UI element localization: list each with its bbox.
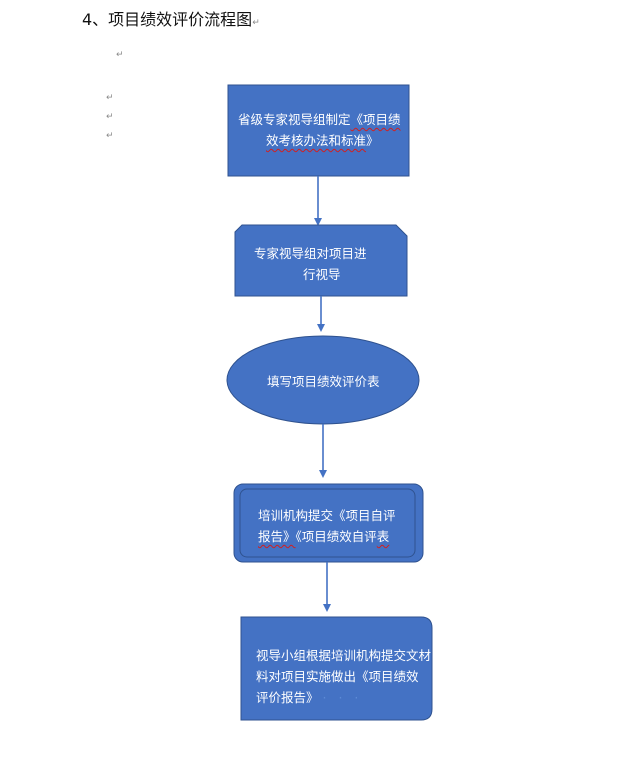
empty-paragraph-mark: ↵: [106, 93, 114, 103]
empty-paragraph-mark: ↵: [106, 112, 114, 122]
flow-node-2-text: 专家视导组对项目进 行视导: [254, 243, 367, 285]
flow-node-5-line-1: 视导小组根据培训机构提交文材: [256, 648, 432, 663]
heading-text: 4、项目绩效评价流程图: [82, 10, 253, 29]
flow-node-2-line-1: 专家视导组对项目进: [254, 246, 367, 261]
flow-node-5-line-3: 评价报告》 · · ·: [256, 690, 363, 705]
flow-node-1-line-1: 省级专家视导组制定《项目绩: [238, 112, 401, 127]
flow-node-1-line-2: 效考核办法和标准》: [266, 133, 379, 148]
flow-node-4-line-2: 报告》《项目绩效自评表: [258, 529, 390, 544]
flow-node-5-line-2: 料对项目实施做出《项目绩效: [256, 669, 419, 684]
flow-node-2-line-2: 行视导: [303, 267, 341, 282]
flow-node-1-shape: [227, 84, 410, 177]
trailing-dots: · · ·: [322, 690, 363, 705]
empty-paragraph-mark: ↵: [116, 50, 124, 60]
document-heading: 4、项目绩效评价流程图↵: [82, 6, 260, 30]
flow-node-3-line-1: 填写项目绩效评价表: [267, 374, 380, 389]
flow-node-5-text: 视导小组根据培训机构提交文材 料对项目实施做出《项目绩效 评价报告》 · · ·: [256, 645, 431, 708]
flow-node-5-shape: [240, 616, 433, 721]
paragraph-mark: ↵: [252, 18, 260, 28]
flow-node-4-shape: [233, 483, 424, 563]
flow-node-4-line-1: 培训机构提交《项目自评: [258, 508, 396, 523]
flow-node-4-text: 培训机构提交《项目自评 报告》《项目绩效自评表: [258, 505, 396, 547]
flow-node-3-text: 填写项目绩效评价表: [267, 371, 380, 392]
empty-paragraph-mark: ↵: [106, 131, 114, 141]
flow-node-1-text: 省级专家视导组制定《项目绩 效考核办法和标准》: [238, 109, 401, 151]
flow-node-4-inner-border: [239, 488, 416, 558]
flow-node-2-shape: [234, 224, 408, 297]
